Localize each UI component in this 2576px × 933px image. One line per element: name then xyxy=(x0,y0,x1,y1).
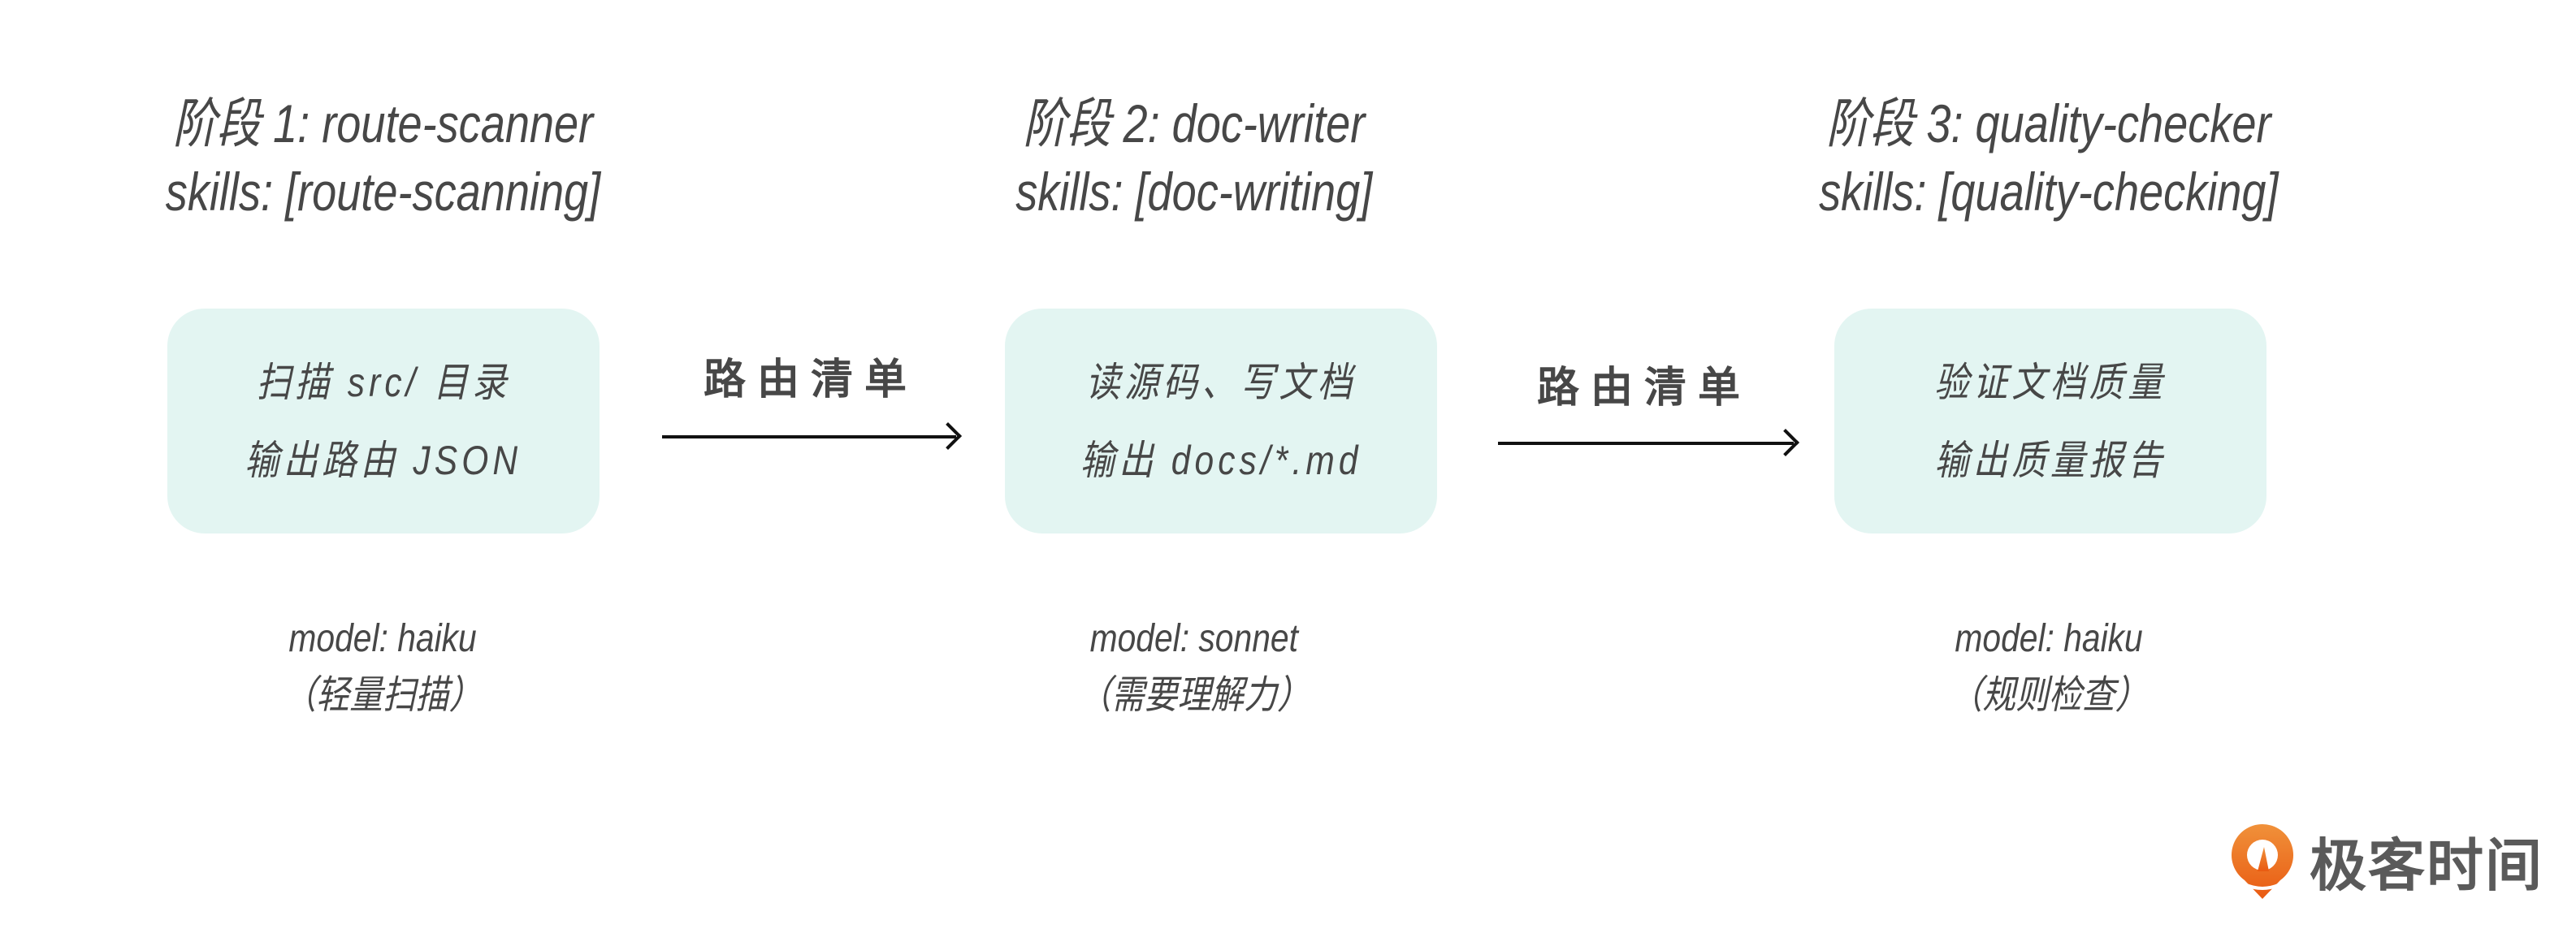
stage-3-model-name: model: haiku xyxy=(1955,617,2143,660)
stage-2-title: 阶段 2: doc-writer xyxy=(1023,93,1366,153)
stage-3-model-note: （规则检查） xyxy=(1949,674,2149,717)
stage-2-model-name: model: sonnet xyxy=(1089,617,1299,660)
stage-2-skills: skills: [doc-writing] xyxy=(1015,162,1373,222)
edge-1-label: 路由清单 xyxy=(703,356,918,404)
stage-2-model-note: （需要理解力） xyxy=(1078,674,1310,717)
edge-2-label: 路由清单 xyxy=(1536,365,1751,412)
stage-2-box: 读源码、写文档 输出 docs/*.md xyxy=(1005,309,1437,533)
stage-3-line-2: 输出质量报告 xyxy=(1934,437,2167,483)
stage-2-line-1: 读源码、写文档 xyxy=(1085,359,1357,405)
stage-1-model-name: model: haiku xyxy=(288,617,477,660)
stage-1-model-note: （轻量扫描） xyxy=(283,674,483,717)
stage-1-skills: skills: [route-scanning] xyxy=(165,162,600,222)
stage-3-model: model: haiku （规则检查） xyxy=(1764,611,2333,724)
edge-2-arrow xyxy=(1498,442,1794,445)
stage-3-box: 验证文档质量 输出质量报告 xyxy=(1834,309,2266,533)
stage-1-title: 阶段 1: route-scanner xyxy=(172,93,593,153)
stage-3-header: 阶段 3: quality-checker skills: [quality-c… xyxy=(1683,89,2414,226)
geektime-logo-text: 极客时间 xyxy=(2310,834,2544,897)
stage-3-title: 阶段 3: quality-checker xyxy=(1826,93,2271,153)
stage-1-line-2: 输出路由 JSON xyxy=(245,437,522,483)
stage-3-skills: skills: [quality-checking] xyxy=(1819,162,2279,222)
stage-1-box: 扫描 src/ 目录 输出路由 JSON xyxy=(167,309,600,533)
geektime-logo: 极客时间 xyxy=(2230,820,2544,902)
stage-2-line-2: 输出 docs/*.md xyxy=(1080,437,1362,483)
stage-1-line-1: 扫描 src/ 目录 xyxy=(256,359,511,405)
stage-1-header: 阶段 1: route-scanner skills: [route-scann… xyxy=(17,89,748,226)
stage-2-model: model: sonnet （需要理解力） xyxy=(910,611,1478,724)
stage-3-line-1: 验证文档质量 xyxy=(1934,359,2167,405)
edge-1-arrow xyxy=(662,435,956,438)
stage-1-model: model: haiku （轻量扫描） xyxy=(98,611,667,724)
geektime-logo-icon xyxy=(2231,823,2294,899)
stage-2-header: 阶段 2: doc-writer skills: [doc-writing] xyxy=(829,89,1560,226)
